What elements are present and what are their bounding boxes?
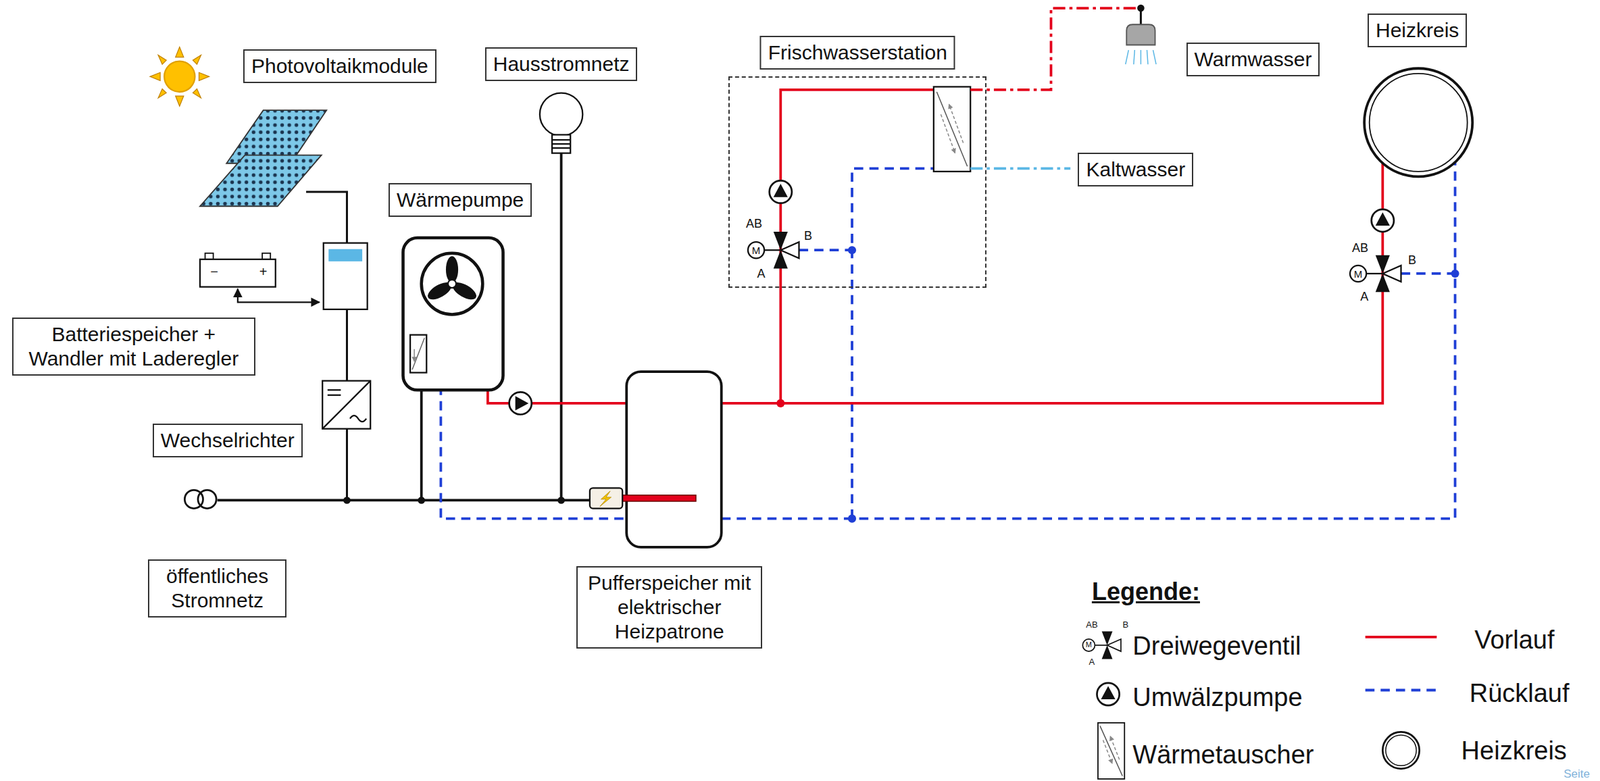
watermark: Seite — [1563, 767, 1590, 780]
component-label: Hausstromnetz — [485, 47, 638, 82]
station-heading: Frischwasserstation — [760, 35, 956, 70]
circulation-pump — [509, 391, 532, 415]
port-letter: A — [1089, 656, 1096, 666]
port-letter: AB — [745, 217, 763, 230]
buffer-tank — [589, 371, 722, 548]
circulation-pump — [1371, 209, 1394, 232]
label-text: Heizkreis — [1375, 18, 1459, 43]
label-text: Pufferspeicher mit elektrischer Heizpatr… — [584, 570, 755, 644]
component-label: Batteriespeicher + Wandler mit Laderegle… — [12, 317, 256, 376]
component-label: Heizkreis — [1367, 13, 1467, 48]
charge-controller — [323, 243, 368, 310]
supply-pipes — [426, 89, 1383, 404]
label-text: Wechselrichter — [160, 428, 295, 453]
heat-exchanger — [933, 86, 971, 171]
station-frame: Frischwasserstation — [728, 76, 987, 288]
port-letter: AB — [1352, 241, 1369, 255]
label-text: Wärmepumpe — [396, 187, 524, 213]
label-text: öffentliches Stromnetz — [156, 564, 279, 613]
motor-letter: M — [752, 245, 761, 256]
legend-symbols — [1082, 631, 1437, 780]
hot-water-line — [970, 8, 1136, 90]
dc-wiring — [306, 191, 347, 500]
component-label: Photovoltaikmodule — [243, 49, 437, 84]
heat-pump — [403, 237, 504, 390]
three-way-valve — [1350, 255, 1402, 292]
legend-text: Dreiwegeventil — [1132, 633, 1301, 662]
component-label: Kaltwasser — [1077, 152, 1194, 187]
label-text: Warmwasser — [1194, 47, 1313, 72]
legend-heading: Legende: — [1091, 579, 1200, 605]
sun-symbol — [150, 47, 210, 107]
legend-text: Umwälzpumpe — [1132, 683, 1303, 713]
motor-letter: M — [1085, 641, 1092, 649]
port-letter: A — [757, 267, 766, 280]
supply-junction — [776, 399, 785, 408]
legend-text: Heizkreis — [1461, 737, 1567, 766]
legend-text: Rücklauf — [1469, 679, 1570, 709]
shower-head — [1125, 4, 1157, 65]
label-text: Batteriespeicher + Wandler mit Laderegle… — [20, 322, 248, 371]
port-letter: B — [1408, 254, 1417, 267]
motor-letter: M — [1354, 268, 1363, 279]
port-letter: A — [1360, 290, 1369, 303]
battery-sign: − — [210, 264, 219, 279]
component-label: Warmwasser — [1186, 42, 1321, 77]
light-bulb — [539, 93, 583, 154]
inverter-symbol — [322, 381, 371, 430]
battery-sign: + — [259, 264, 268, 279]
port-letter: B — [1122, 620, 1129, 630]
legend-text: Wärmetauscher — [1132, 741, 1314, 770]
circulation-pump — [769, 180, 792, 203]
label-text: Hausstromnetz — [493, 52, 630, 77]
heating-circuit — [1364, 68, 1473, 177]
port-letter: B — [804, 229, 813, 242]
legend-text: Vorlauf — [1474, 627, 1555, 656]
component-label: öffentliches Stromnetz — [147, 559, 287, 618]
component-label: Wechselrichter — [152, 423, 303, 458]
port-letter: AB — [1085, 620, 1098, 630]
battery-symbol — [200, 253, 320, 303]
component-label: Pufferspeicher mit elektrischer Heizpatr… — [576, 566, 763, 649]
three-way-valve — [747, 231, 800, 269]
label-text: Kaltwasser — [1085, 157, 1186, 182]
component-label: Wärmepumpe — [388, 183, 532, 217]
return-pipes — [426, 162, 1455, 519]
label-text: Photovoltaikmodule — [251, 54, 429, 79]
